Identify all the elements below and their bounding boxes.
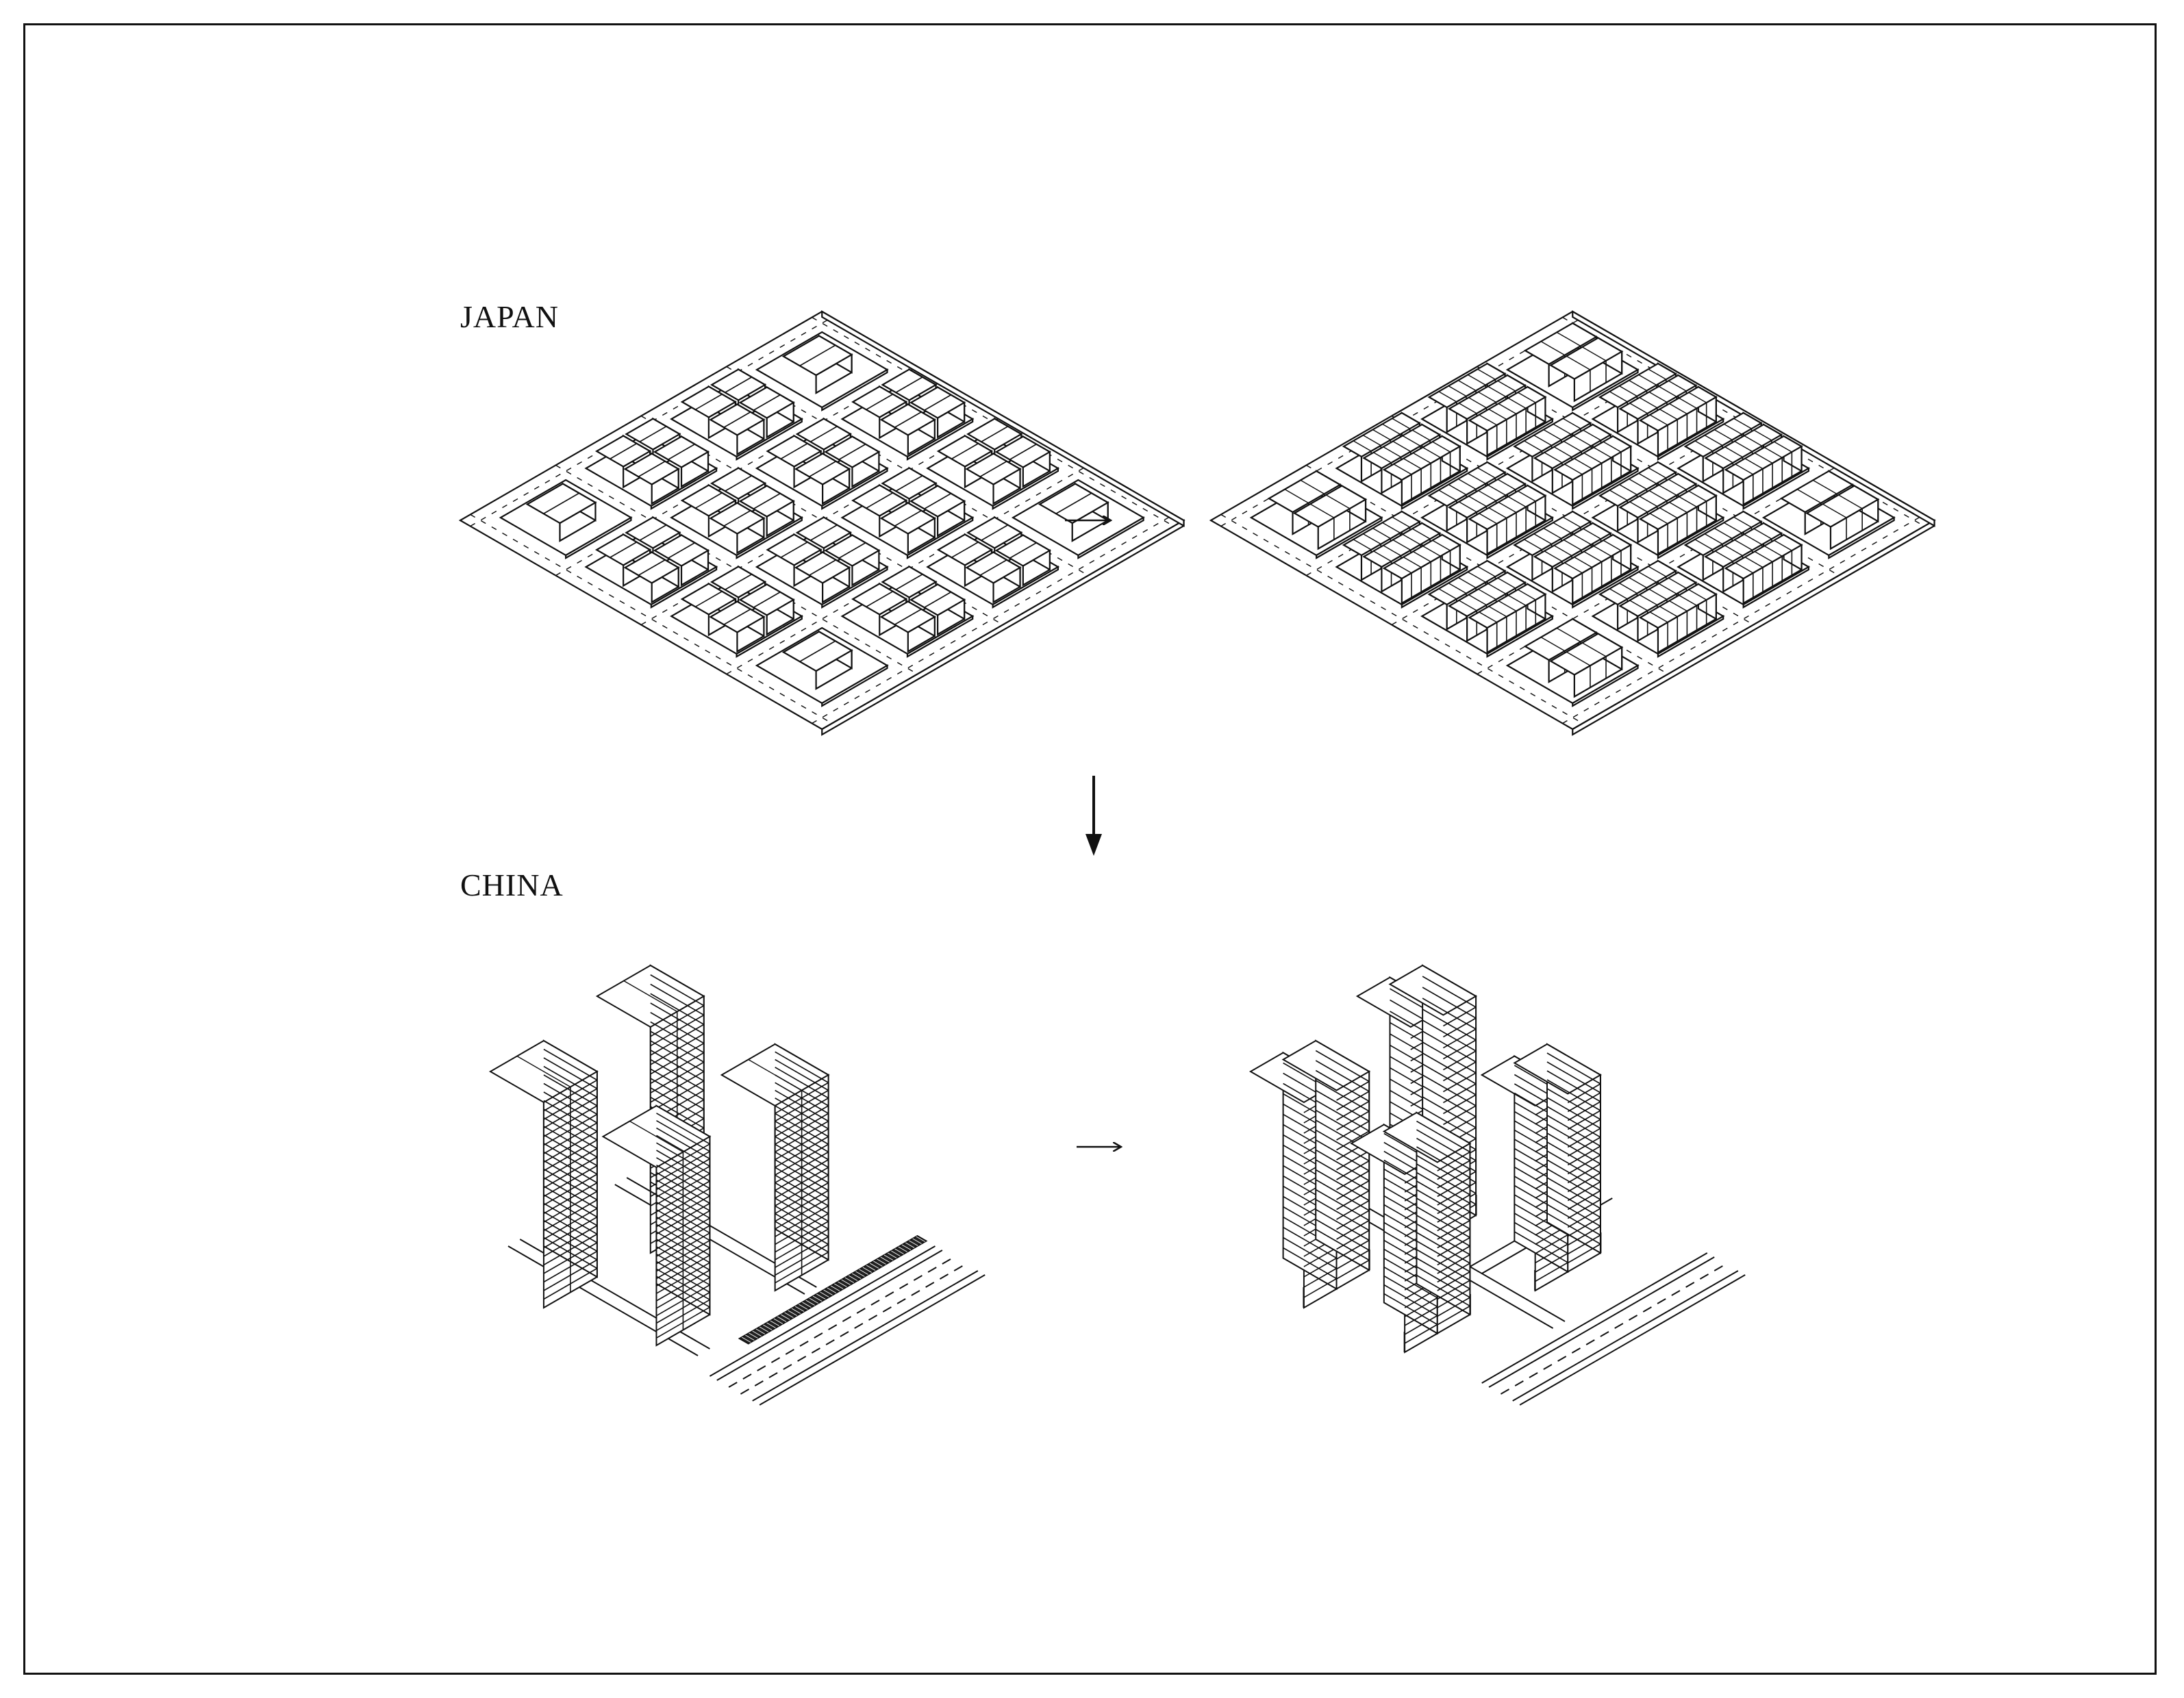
china-tower-block-right	[1251, 965, 1745, 1405]
japan-high-density-grid	[1211, 312, 1935, 735]
china-tower-block-left	[490, 965, 985, 1405]
china-right-towers	[1251, 965, 1601, 1352]
tower-on-pilotis	[1482, 1044, 1601, 1291]
high-rise-tower	[490, 1041, 597, 1308]
high-rise-tower	[722, 1044, 829, 1291]
japan-low-density-grid	[460, 312, 1184, 735]
tower-on-pilotis	[1251, 1041, 1369, 1308]
arrow-down-icon	[1085, 776, 1102, 856]
china-left-towers	[490, 965, 829, 1345]
